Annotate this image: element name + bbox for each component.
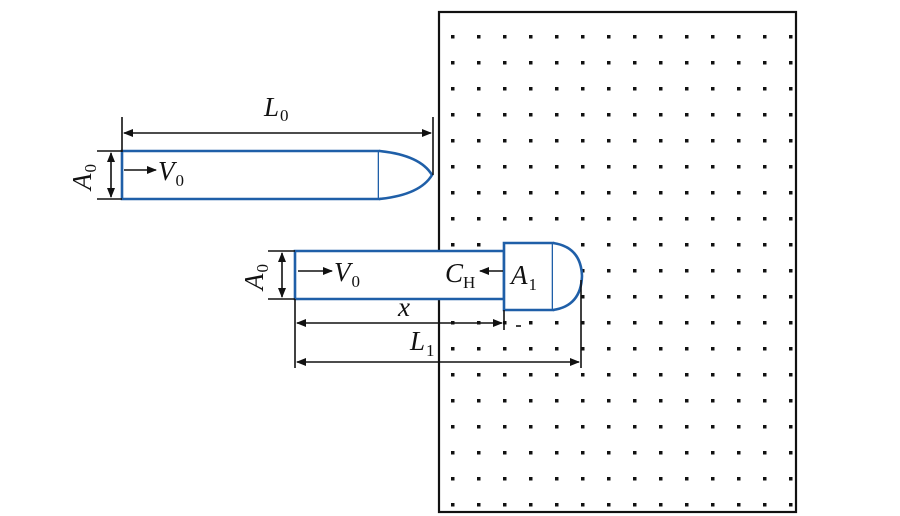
diameter-dimension-a0: A0 <box>67 150 122 200</box>
velocity-arrow-v0-penetrating: V0 <box>298 257 360 291</box>
total-length-dimension-l1: L1 <box>296 280 582 368</box>
head-velocity-arrow-ch: CH <box>445 258 503 292</box>
head-diameter-label-a1: A1 <box>509 260 537 294</box>
diameter-dimension-a0-penetrating: A0 <box>239 250 295 300</box>
rod-length-dimension-x: x <box>294 292 521 368</box>
head-nose <box>552 241 584 312</box>
rod-length-label-x: x <box>397 292 410 322</box>
head-velocity-label-ch: CH <box>445 258 475 292</box>
velocity-label-v0: V0 <box>158 156 184 190</box>
diameter-label-a0-penetrating: A0 <box>239 264 272 292</box>
diameter-label-a0: A0 <box>67 164 100 192</box>
projectile-penetrating: A0 V0 CH A1 x L1 <box>239 241 584 368</box>
total-length-label-l1: L1 <box>409 326 435 360</box>
rod-nose <box>378 149 434 201</box>
velocity-label-v0-penetrating: V0 <box>334 257 360 291</box>
velocity-arrow-v0: V0 <box>124 156 184 190</box>
length-dimension-l0: L0 <box>121 92 434 175</box>
length-label-l0: L0 <box>263 92 289 125</box>
projectile-initial: L0 A0 V0 <box>67 92 434 201</box>
